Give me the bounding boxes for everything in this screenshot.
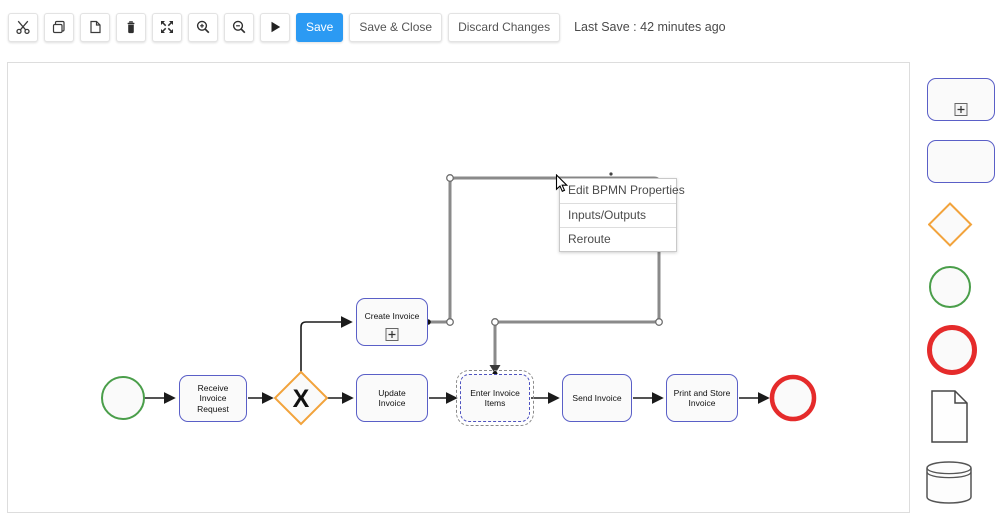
- copy-button[interactable]: [44, 12, 74, 42]
- task-label: Enter Invoice Items: [470, 387, 520, 409]
- context-menu: Edit BPMN Properties Inputs/Outputs Rero…: [559, 178, 685, 252]
- waypoint-handles[interactable]: [446, 174, 663, 326]
- context-menu-item-inputs-outputs[interactable]: Inputs/Outputs: [560, 203, 676, 227]
- discard-changes-button[interactable]: Discard Changes: [448, 12, 561, 42]
- task-enter-invoice-items[interactable]: Enter Invoice Items: [456, 370, 534, 426]
- task-label: Send Invoice: [572, 392, 622, 403]
- start-event[interactable]: [101, 376, 145, 420]
- exclusive-gateway[interactable]: [273, 370, 329, 426]
- palette-item-end-event[interactable]: [926, 324, 978, 376]
- task-label: Update Invoice: [378, 387, 406, 409]
- zoom-in-icon: [196, 20, 210, 34]
- task-create-invoice[interactable]: Create Invoice: [356, 298, 428, 346]
- palette-item-task[interactable]: [927, 140, 995, 183]
- palette-item-gateway[interactable]: [928, 202, 973, 247]
- paste-button[interactable]: [80, 12, 110, 42]
- context-menu-item-edit-bpmn-properties[interactable]: Edit BPMN Properties: [568, 183, 685, 197]
- copy-icon: [52, 20, 65, 34]
- save-and-close-button[interactable]: Save & Close: [349, 12, 443, 42]
- sequence-flows[interactable]: [144, 316, 770, 404]
- flow-arrowhead: [489, 365, 501, 374]
- delete-icon: [127, 21, 135, 34]
- task-label: Print and Store Invoice: [673, 387, 731, 409]
- fit-screen-button[interactable]: [152, 12, 182, 42]
- palette-item-start-event[interactable]: [928, 265, 972, 309]
- task-update-invoice[interactable]: Update Invoice: [356, 374, 428, 422]
- palette-item-data-object[interactable]: [931, 390, 969, 444]
- segment-handle[interactable]: [609, 172, 613, 176]
- gateway-marker: X: [293, 385, 310, 413]
- end-event[interactable]: [769, 374, 817, 422]
- task-send-invoice[interactable]: Send Invoice: [562, 374, 632, 422]
- fit-screen-icon: [161, 21, 173, 33]
- cut-icon: [16, 20, 30, 35]
- run-button[interactable]: [260, 12, 290, 42]
- cut-button[interactable]: [8, 12, 38, 42]
- zoom-out-icon: [232, 20, 246, 34]
- editor-toolbar: Save Save & Close Discard Changes Last S…: [0, 0, 1000, 54]
- paste-icon: [90, 20, 101, 34]
- task-receive-invoice-request[interactable]: Receive Invoice Request: [179, 375, 247, 422]
- last-save-status: Last Save : 42 minutes ago: [574, 20, 726, 34]
- diagram-canvas[interactable]: X Receive Invoice Request Create Invoice…: [7, 62, 910, 513]
- context-menu-item-reroute[interactable]: Reroute: [560, 227, 676, 251]
- subprocess-marker-icon[interactable]: [385, 328, 399, 341]
- run-icon: [271, 21, 281, 33]
- subprocess-marker-icon: [954, 103, 968, 116]
- palette-item-subprocess[interactable]: [927, 78, 995, 121]
- task-label: Receive Invoice Request: [197, 382, 229, 414]
- zoom-in-button[interactable]: [188, 12, 218, 42]
- task-label: Create Invoice: [364, 310, 420, 321]
- palette-item-data-store[interactable]: [925, 460, 973, 506]
- save-button[interactable]: Save: [296, 12, 344, 42]
- delete-button[interactable]: [116, 12, 146, 42]
- task-print-and-store-invoice[interactable]: Print and Store Invoice: [666, 374, 738, 422]
- diagram-graphics-layer: X: [101, 172, 817, 426]
- zoom-out-button[interactable]: [224, 12, 254, 42]
